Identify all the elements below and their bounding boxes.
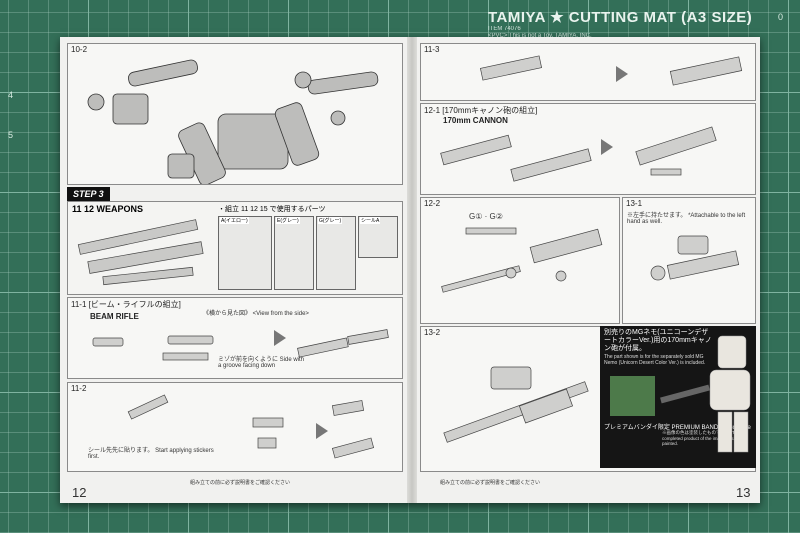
cannon-title: 170mm CANNON [443, 116, 508, 125]
promo-footer: プレミアムバンダイ限定 PREMIUM BANDAI Exclusive [604, 425, 751, 431]
mat-ruler-number: 4 [8, 90, 14, 100]
beam-rifle-illustration [92, 329, 389, 361]
promo-subtitle: The part shown is for the separately sol… [604, 354, 706, 366]
footer-symbols-left: 組み立ての前に必ず説明書をご確認ください [190, 480, 291, 486]
weapons-illustration [77, 219, 204, 286]
mat-ruler-number: 0 [778, 12, 784, 22]
cannon-parts-label: G① · G② [469, 212, 503, 221]
rifle-parts-illustration [479, 55, 743, 86]
step-number: 12-1 [424, 106, 441, 115]
booklet-spine [407, 37, 417, 503]
runner-label: シールA [360, 217, 381, 224]
step-label: 12-1 [170mmキャノン砲の組立] [424, 105, 537, 116]
instruction-booklet: 10-2 STEP 3 11 12 WEAPONS ・組立 11 12 15 で… [60, 37, 760, 503]
step-3-badge: STEP 3 [67, 187, 110, 201]
nemo-figure-photo [610, 335, 751, 453]
promo-box: 別売りのMGネモ(ユニコーンデザートカラーVer.)用の170mmキャノン砲が付… [600, 326, 756, 468]
step-11-1-panel: 11-1 [ビーム・ライフルの組立] BEAM RIFLE 《横から見た図》 <… [67, 297, 403, 379]
promo-paint-note: ※画像の色は塗装したものです。 *The completed product o… [662, 430, 745, 446]
step-label: 11-1 [ビーム・ライフルの組立] [71, 299, 181, 310]
groove-note: ミゾが前を向くように Side with a groove facing dow… [218, 357, 305, 369]
runner-label: E(グレー) [276, 217, 300, 224]
step-label: 11-2 [71, 384, 87, 393]
step-12-2-panel: 12-2 G① · G② [420, 197, 620, 324]
cannon-assembly-illustration [440, 126, 717, 182]
promo-title: 別売りのMGネモ(ユニコーンデザートカラーVer.)用の170mmキャノン砲が付… [604, 329, 712, 352]
beam-rifle-title: BEAM RIFLE [90, 312, 139, 321]
mat-fine-print: <PVC> This is not a Toy. TAMIYA, INC. [488, 33, 592, 39]
weapons-steps: 11 12 [72, 204, 95, 214]
step-title: [170mmキャノン砲の組立] [442, 106, 538, 115]
runner-g: G(グレー) [316, 216, 356, 290]
mat-brand: TAMIYA ★ CUTTING MAT (A3 SIZE) ITEM 7407… [488, 8, 752, 40]
page-number-right: 13 [736, 485, 751, 500]
parts-used-title: ・組立 11 12 15 で使用するパーツ [218, 206, 326, 213]
step-label: 12-2 [424, 199, 441, 208]
mat-item-number: ITEM 74076 [488, 26, 521, 32]
step-label: 13-2 [424, 328, 441, 337]
runner-label: G(グレー) [318, 217, 343, 224]
left-hand-note: ※左手に持たせます。 *Attachable to the left hand … [627, 213, 746, 225]
step-13-1-panel: 13-1 ※左手に持たせます。 *Attachable to the left … [622, 197, 756, 324]
step-12-1-panel: 12-1 [170mmキャノン砲の組立] 170mm CANNON [420, 103, 756, 195]
cannon-barrel-illustration [441, 227, 603, 293]
runner-a: A(イエロー) [218, 216, 272, 290]
step-label: 10-2 [71, 45, 88, 54]
page-number-left: 12 [72, 485, 87, 500]
hand-grip-illustration [650, 235, 740, 281]
step-number: 11-1 [71, 300, 87, 309]
step-label: 11-3 [424, 45, 440, 54]
step-11-2-panel: 11-2 シール先先に貼ります。 Start applying stickers… [67, 382, 403, 472]
side-view-note: 《横から見た図》 <View from the side> [203, 311, 309, 317]
step-11-3-panel: 11-3 [420, 43, 756, 101]
sticker-note: シール先先に貼ります。 Start applying stickers firs… [88, 448, 214, 460]
footer-symbols-right: 組み立ての前に必ず説明書をご確認ください [440, 480, 541, 486]
step-title: [ビーム・ライフルの組立] [88, 300, 181, 309]
cannon-mount-illustration [443, 366, 589, 443]
sticker-sheet-a: シールA [358, 216, 398, 258]
runner-label: A(イエロー) [220, 217, 249, 224]
weapons-panel: 11 12 WEAPONS ・組立 11 12 15 で使用するパーツ A(イエ… [67, 201, 403, 295]
robot-arm-illustration [87, 59, 379, 184]
mat-ruler-number: 5 [8, 130, 14, 140]
runner-e: E(グレー) [274, 216, 314, 290]
step-10-2-panel: 10-2 [67, 43, 403, 185]
weapons-title: 11 12 WEAPONS [72, 204, 143, 214]
mat-brand-title: TAMIYA ★ CUTTING MAT (A3 SIZE) [488, 9, 753, 26]
step-label: 13-1 [626, 199, 643, 208]
weapons-heading: WEAPONS [96, 204, 144, 214]
rifle-assembly-illustration [127, 394, 375, 459]
